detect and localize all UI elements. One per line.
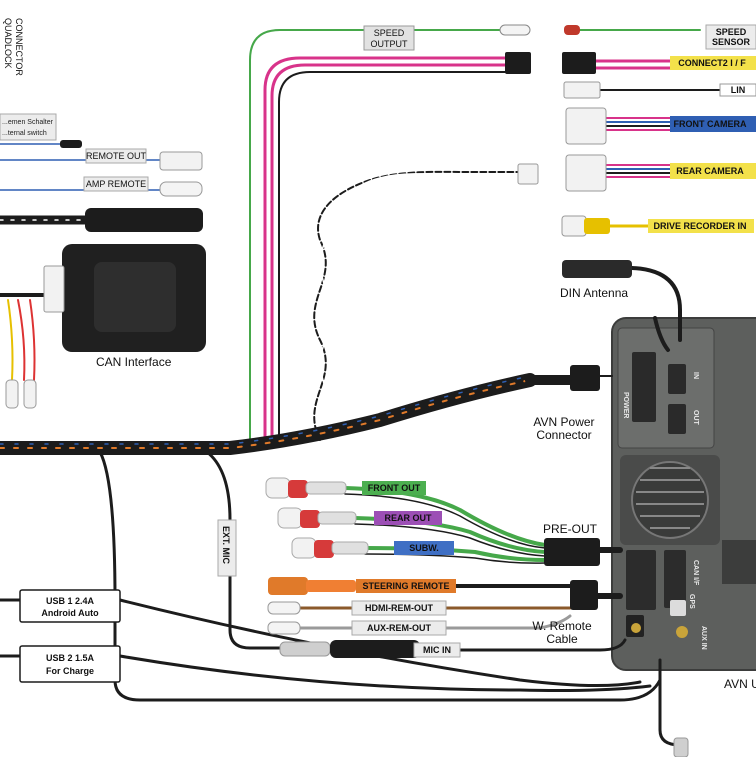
pre-out-connector (544, 538, 600, 566)
avn-power-label-line2: Connector (536, 428, 591, 442)
external-switch-tag (0, 113, 57, 141)
amp-remote-label: AMP REMOTE (86, 179, 146, 189)
connect2-tag (670, 56, 756, 70)
connectors (5, 24, 689, 757)
mic-jack (279, 641, 331, 657)
ext-mic-label: EXT. MIC (221, 526, 231, 565)
speed-output-label-line2: OUTPUT (371, 39, 409, 49)
avn-power-connector (570, 365, 600, 391)
steering-remote-label: STEERING REMOTE (362, 581, 449, 591)
mic-in-tag (413, 642, 461, 658)
lin-label: LIN (731, 85, 746, 95)
subw-label: SUBW. (409, 543, 439, 553)
aux-rem-out-label: AUX-REM-OUT (367, 623, 431, 633)
hdmi-rem-out-label: HDMI-REM-OUT (365, 603, 433, 613)
lin-connector (563, 81, 601, 99)
amp-remote-tag (83, 176, 149, 192)
avn-power-label-line1: AVN Power (533, 415, 594, 429)
w-remote-connector (570, 580, 598, 610)
labels: QUADLOCK CONNECTOR SPEED OUTPUT SPEED SE… (0, 18, 756, 691)
hdmi-rem-out-connector (267, 601, 301, 615)
front-camera-label: FRONT CAMERA (674, 119, 747, 129)
twisted-pair-connector (517, 163, 539, 185)
remote-out-connector (159, 151, 203, 171)
remote-out-label: REMOTE OUT (86, 151, 147, 161)
front-out-tag (362, 481, 426, 495)
rca-front-out (265, 477, 347, 499)
lin-tag (719, 83, 756, 97)
drive-recorder-connector (584, 218, 610, 234)
speed-sensor-pin (564, 25, 580, 35)
rca-rear-out (277, 507, 357, 529)
unit-gps-label: GPS (688, 594, 695, 609)
external-switch-label-line1: ...emen Schalter (2, 119, 54, 126)
usb2-label-line2: For Charge (46, 666, 94, 676)
aux-plug (673, 737, 689, 757)
front-camera-tag (670, 116, 756, 132)
external-switch-connector (60, 140, 82, 148)
connect2-connector (562, 52, 596, 74)
avn-unit: POWER IN OUT CAN I/F GPS AUX IN (611, 317, 756, 671)
black-plug-connector (85, 208, 203, 232)
speed-output-pin (499, 24, 531, 36)
unit-in-label: IN (692, 372, 699, 379)
din-antenna-label: DIN Antenna (560, 286, 628, 300)
usb1-label-line2: Android Auto (41, 608, 99, 618)
aux-rem-out-connector (267, 621, 301, 635)
speed-sensor-label-line1: SPEED (716, 27, 747, 37)
steering-remote-tag (356, 579, 456, 593)
aux-rem-out-tag (351, 620, 447, 636)
front-camera-connector (565, 107, 607, 145)
usb2-connector (19, 645, 121, 683)
connect2-label: CONNECT2 I / F (678, 58, 746, 68)
unit-power-label: POWER (622, 392, 629, 418)
speed-output-connector (505, 52, 531, 74)
pre-out-label: PRE-OUT (543, 522, 598, 536)
mic-in-connector (330, 640, 420, 658)
rear-out-label: REAR OUT (385, 513, 433, 523)
usb1-label-line1: USB 1 2.4A (46, 596, 95, 606)
speed-sensor-tag (705, 24, 756, 50)
wires (0, 29, 721, 747)
drive-recorder-tag (648, 219, 754, 233)
avn-unit-label: AVN U (724, 677, 756, 691)
w-remote-label-line2: Cable (546, 632, 578, 646)
ext-mic-tag (217, 519, 237, 577)
fan-icon (631, 461, 709, 539)
usb2-label-line1: USB 2 1.5A (46, 653, 95, 663)
speed-output-wire (249, 29, 501, 441)
subw-tag (394, 541, 454, 555)
quadlock-label-line2: CONNECTOR (14, 18, 24, 76)
speed-output-label-line1: SPEED (374, 28, 405, 38)
unit-out-label: OUT (692, 410, 699, 426)
can-interface-label: CAN Interface (96, 355, 172, 369)
drive-recorder-label: DRIVE RECORDER IN (653, 221, 746, 231)
rear-camera-label: REAR CAMERA (676, 166, 744, 176)
usb1-connector (19, 589, 121, 623)
remote-out-tag (85, 148, 147, 164)
speed-output-tag (363, 25, 415, 51)
rca-subw (291, 537, 369, 559)
rear-out-tag (374, 511, 442, 525)
rear-camera-connector (565, 154, 607, 192)
front-out-label: FRONT OUT (368, 483, 421, 493)
amp-remote-connector (159, 181, 203, 197)
mic-in-label: MIC IN (423, 645, 451, 655)
rear-camera-tag (670, 163, 756, 179)
quadlock-label-line1: QUADLOCK (3, 18, 13, 69)
external-switch-label-line2: ...ternal switch (2, 130, 47, 137)
unit-can-label: CAN I/F (692, 560, 699, 586)
din-antenna-connector (562, 260, 632, 278)
w-remote-label-line1: W. Remote (532, 619, 592, 633)
unit-aux-in-label: AUX IN (700, 626, 707, 650)
hdmi-rem-out-tag (351, 600, 447, 616)
speed-sensor-label-line2: SENSOR (712, 37, 751, 47)
steering-remote-connector (268, 577, 308, 595)
